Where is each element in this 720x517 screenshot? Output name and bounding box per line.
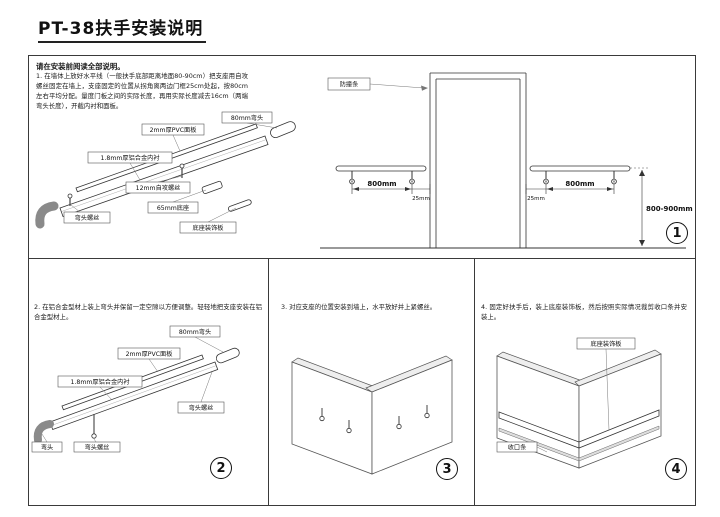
divider-vertical-1 xyxy=(268,258,269,505)
svg-text:1.8mm厚铝合金内衬: 1.8mm厚铝合金内衬 xyxy=(70,378,129,386)
svg-text:12mm自攻螺丝: 12mm自攻螺丝 xyxy=(136,184,181,192)
handrail-left xyxy=(335,165,427,172)
label-elbow-screw-bottom: 弯头螺丝 xyxy=(73,441,121,453)
svg-text:弯头: 弯头 xyxy=(41,443,53,451)
trim-strip-right xyxy=(578,425,660,462)
divider-vertical-2 xyxy=(474,258,475,505)
base-part xyxy=(201,180,223,195)
step3-text: 3. 对应支座的位置安装到墙上，水平放好并上紧螺丝。 xyxy=(281,303,437,311)
dim-25mm-right: 25mm xyxy=(527,196,545,202)
title-underline xyxy=(38,41,206,43)
svg-text:65mm底座: 65mm底座 xyxy=(157,204,189,212)
elbow-end-part xyxy=(35,201,59,229)
handrail-assembly-2 xyxy=(33,347,240,444)
finished-handrail-diagram: 底座装饰板 收口条 xyxy=(496,337,662,469)
label-aluminium-liner: 1.8mm厚铝合金内衬 xyxy=(57,375,143,388)
svg-text:2mm厚PVC面板: 2mm厚PVC面板 xyxy=(126,350,173,358)
label-strip: 防撞条 xyxy=(327,77,371,91)
elbow-end-part xyxy=(33,420,54,444)
svg-text:弯头螺丝: 弯头螺丝 xyxy=(75,214,100,222)
dim-800mm-right: 800mm xyxy=(565,180,594,188)
corner-wall-brackets-diagram xyxy=(291,355,453,475)
label-elbow: 弯头 xyxy=(31,441,63,453)
base-cover-part xyxy=(228,199,252,212)
label-trim: 收口条 xyxy=(496,441,538,453)
label-base: 65mm底座 xyxy=(147,201,199,214)
svg-text:防撞条: 防撞条 xyxy=(340,80,359,88)
step-number-2: 2 xyxy=(210,457,232,479)
elbow-cap-part xyxy=(270,121,296,139)
mounted-brackets xyxy=(319,405,430,434)
svg-text:弯头螺丝: 弯头螺丝 xyxy=(85,443,110,451)
dimension-lines: 800mm 25mm 25mm 800mm 800-900mm xyxy=(351,167,693,246)
svg-text:80mm弯头: 80mm弯头 xyxy=(231,114,263,122)
step2-text: 2. 在铝合金型材上装上弯头并保留一定空隙以方便调整。轻轻地把支座安装在铝合金型… xyxy=(34,303,262,321)
svg-text:2mm厚PVC面板: 2mm厚PVC面板 xyxy=(150,126,197,134)
label-self-tapping-screw: 12mm自攻螺丝 xyxy=(125,181,191,194)
wall-brackets xyxy=(349,171,617,185)
screw-part xyxy=(179,163,185,169)
svg-text:1.8mm厚铝合金内衬: 1.8mm厚铝合金内衬 xyxy=(100,154,159,162)
label-pvc-panel: 2mm厚PVC面板 xyxy=(141,123,205,136)
elbow-cap-part xyxy=(215,347,240,364)
step-number-3: 3 xyxy=(436,458,458,480)
wall-elevation-diagram: 800mm 25mm 25mm 800mm 800-900mm 防撞条 xyxy=(320,72,693,249)
page-title: PT-38扶手安装说明 xyxy=(38,19,204,39)
svg-text:收口条: 收口条 xyxy=(508,443,527,451)
main-frame xyxy=(28,55,696,506)
step-number-1: 1 xyxy=(666,222,688,244)
svg-text:80mm弯头: 80mm弯头 xyxy=(179,328,211,336)
step1-text: 1. 在墙体上放好水平线（一般扶手底部距离地面80-90cm）把支座用自攻螺丝固… xyxy=(36,72,248,110)
label-base-cover: 底座装饰板 xyxy=(576,337,636,350)
dim-800mm-left: 800mm xyxy=(367,180,396,188)
support-base xyxy=(91,433,97,439)
label-elbow: 80mm弯头 xyxy=(221,111,273,124)
label-aluminium-liner: 1.8mm厚铝合金内衬 xyxy=(87,151,173,164)
label-elbow-screw-right: 弯头螺丝 xyxy=(177,401,225,414)
dim-25mm-left: 25mm xyxy=(412,196,430,202)
label-elbow-cap: 80mm弯头 xyxy=(169,325,221,338)
step4-text: 4. 固定好扶手后，装上底座装饰板，然后按照实际情况裁剪收口条并安装上。 xyxy=(481,303,687,321)
elbow-screw-part xyxy=(67,193,73,199)
svg-text:底座装饰板: 底座装饰板 xyxy=(591,340,622,348)
handrail-right-band xyxy=(578,409,660,449)
elbow-assembly-diagram: 80mm弯头 2mm厚PVC面板 1.8mm厚铝合金内衬 弯头螺丝 弯头 弯头螺… xyxy=(31,325,240,453)
divider-horizontal xyxy=(28,258,695,259)
dim-height: 800-900mm xyxy=(646,205,693,213)
svg-text:弯头螺丝: 弯头螺丝 xyxy=(189,404,214,412)
label-base-cover: 底座装饰板 xyxy=(179,221,237,234)
step-number-4: 4 xyxy=(665,458,687,480)
label-elbow-screw: 弯头螺丝 xyxy=(63,211,111,224)
svg-text:底座装饰板: 底座装饰板 xyxy=(193,224,224,232)
exploded-parts-diagram: 80mm弯头 2mm厚PVC面板 1.8mm厚铝合金内衬 12mm自攻螺丝 65… xyxy=(35,111,296,234)
handrail-right xyxy=(529,165,631,172)
door-frame xyxy=(429,72,527,248)
intro-note: 请在安装前阅读全部说明。 xyxy=(36,62,125,71)
label-pvc-panel: 2mm厚PVC面板 xyxy=(117,347,181,360)
